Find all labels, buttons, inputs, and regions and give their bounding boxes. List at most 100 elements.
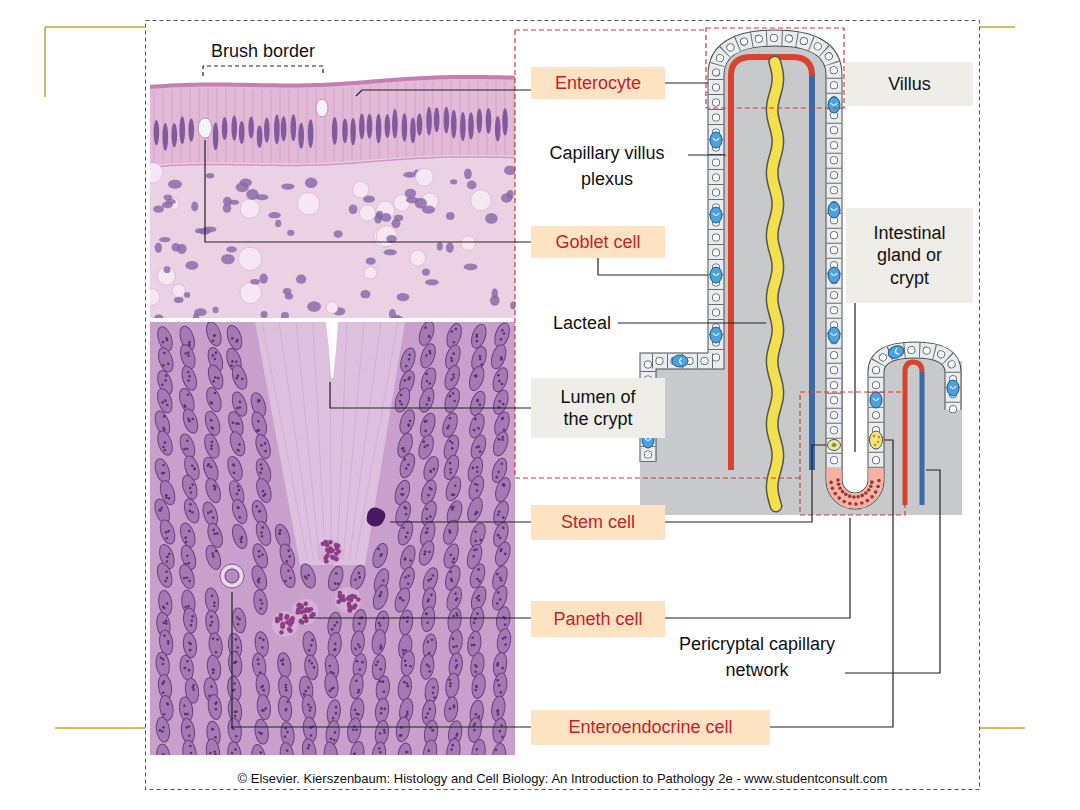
- chromatin: [230, 364, 233, 367]
- chromatin: [334, 648, 337, 651]
- paneth-granule: [275, 619, 280, 624]
- cell-nucleus: [348, 563, 368, 591]
- lamina-propria: [640, 361, 962, 515]
- chromatin: [163, 680, 166, 683]
- chromatin: [232, 463, 235, 466]
- chromatin: [261, 646, 264, 649]
- cell-nucleus: [204, 610, 220, 637]
- chromatin: [476, 578, 479, 581]
- zoom-box: [706, 28, 844, 108]
- enteroendocrine-cell: [220, 564, 244, 588]
- chromatin: [474, 689, 477, 692]
- chromatin: [335, 712, 338, 715]
- chromatin: [183, 448, 186, 451]
- cell-nucleus: [450, 179, 457, 184]
- chromatin: [187, 354, 190, 357]
- chromatin: [361, 661, 364, 664]
- cell-nucleus: [349, 741, 365, 755]
- cell-nucleus: [207, 694, 223, 721]
- chromatin: [288, 555, 291, 558]
- chromatin: [161, 730, 164, 733]
- chromatin: [162, 364, 165, 367]
- chromatin: [164, 399, 167, 402]
- chromatin: [183, 404, 186, 407]
- chromatin: [190, 491, 193, 494]
- goblet-mucus: [950, 386, 956, 389]
- chromatin: [166, 556, 169, 559]
- chromatin: [400, 394, 403, 397]
- chromatin: [432, 729, 435, 732]
- paneth-granule: [325, 553, 330, 558]
- chromatin: [406, 682, 409, 685]
- chromatin: [167, 530, 170, 533]
- cell-nucleus: [371, 741, 387, 755]
- chromatin: [497, 471, 500, 474]
- cell-type-box: Paneth cell: [531, 601, 665, 637]
- chromatin: [473, 549, 476, 552]
- enterocyte-nucleus: [172, 123, 178, 147]
- chromatin: [212, 516, 215, 519]
- cell-nucleus: [467, 717, 483, 744]
- chromatin: [211, 728, 214, 731]
- enterocyte-nucleus: [468, 112, 474, 139]
- chromatin: [191, 483, 194, 486]
- cell-nucleus: [468, 433, 488, 461]
- chromatin: [399, 597, 402, 600]
- chromatin: [334, 582, 337, 585]
- chromatin: [186, 726, 189, 729]
- chromatin: [168, 497, 171, 500]
- paneth-granule: [838, 486, 842, 490]
- chromatin: [260, 751, 263, 754]
- structure-box: Intestinal gland or crypt: [846, 208, 973, 303]
- enterocyte-nucleus: [332, 117, 338, 145]
- paneth-granule: [837, 496, 841, 500]
- chromatin: [211, 595, 214, 598]
- chromatin: [405, 467, 408, 470]
- chromatin: [241, 377, 244, 380]
- chromatin: [353, 753, 356, 755]
- secretory-granule: [878, 436, 880, 438]
- cell-nucleus: [395, 716, 411, 743]
- chromatin: [165, 531, 168, 534]
- cell-nucleus: [467, 180, 477, 189]
- paneth-granule: [348, 608, 353, 613]
- chromatin: [499, 400, 502, 403]
- chromatin: [426, 380, 429, 383]
- chromatin: [453, 493, 456, 496]
- chromatin: [308, 659, 311, 662]
- chromatin: [429, 515, 432, 518]
- chromatin: [164, 580, 167, 583]
- chromatin: [163, 607, 166, 610]
- cell-nucleus: [226, 246, 236, 252]
- chromatin: [192, 684, 195, 687]
- chromatin: [501, 736, 504, 739]
- cell-nucleus: [417, 322, 437, 347]
- chromatin: [480, 363, 483, 366]
- chromatin: [497, 591, 500, 594]
- enterocyte-nucleus: [350, 118, 356, 145]
- cell-nucleus: [395, 519, 415, 547]
- cell-nucleus: [323, 672, 339, 699]
- cell-nucleus: [443, 475, 463, 503]
- chromatin: [212, 672, 215, 675]
- chromatin: [232, 421, 235, 424]
- capillary: [359, 205, 375, 221]
- cell-nucleus: [203, 544, 223, 572]
- chromatin: [449, 417, 452, 420]
- chromatin: [282, 658, 285, 661]
- chromatin: [309, 706, 312, 709]
- chromatin: [337, 582, 340, 585]
- chromatin: [478, 580, 481, 583]
- chromatin: [498, 438, 501, 441]
- cell-border: [313, 322, 325, 560]
- enterocyte-nucleus: [308, 119, 314, 148]
- cell-nucleus: [490, 695, 506, 722]
- chromatin: [477, 568, 480, 571]
- cell-nucleus: [156, 346, 176, 374]
- cell-nucleus: [400, 650, 416, 677]
- cell-border: [279, 322, 313, 560]
- chromatin: [379, 668, 382, 671]
- chromatin: [189, 745, 192, 748]
- cell-nucleus: [204, 386, 224, 414]
- cell-nucleus: [418, 342, 438, 370]
